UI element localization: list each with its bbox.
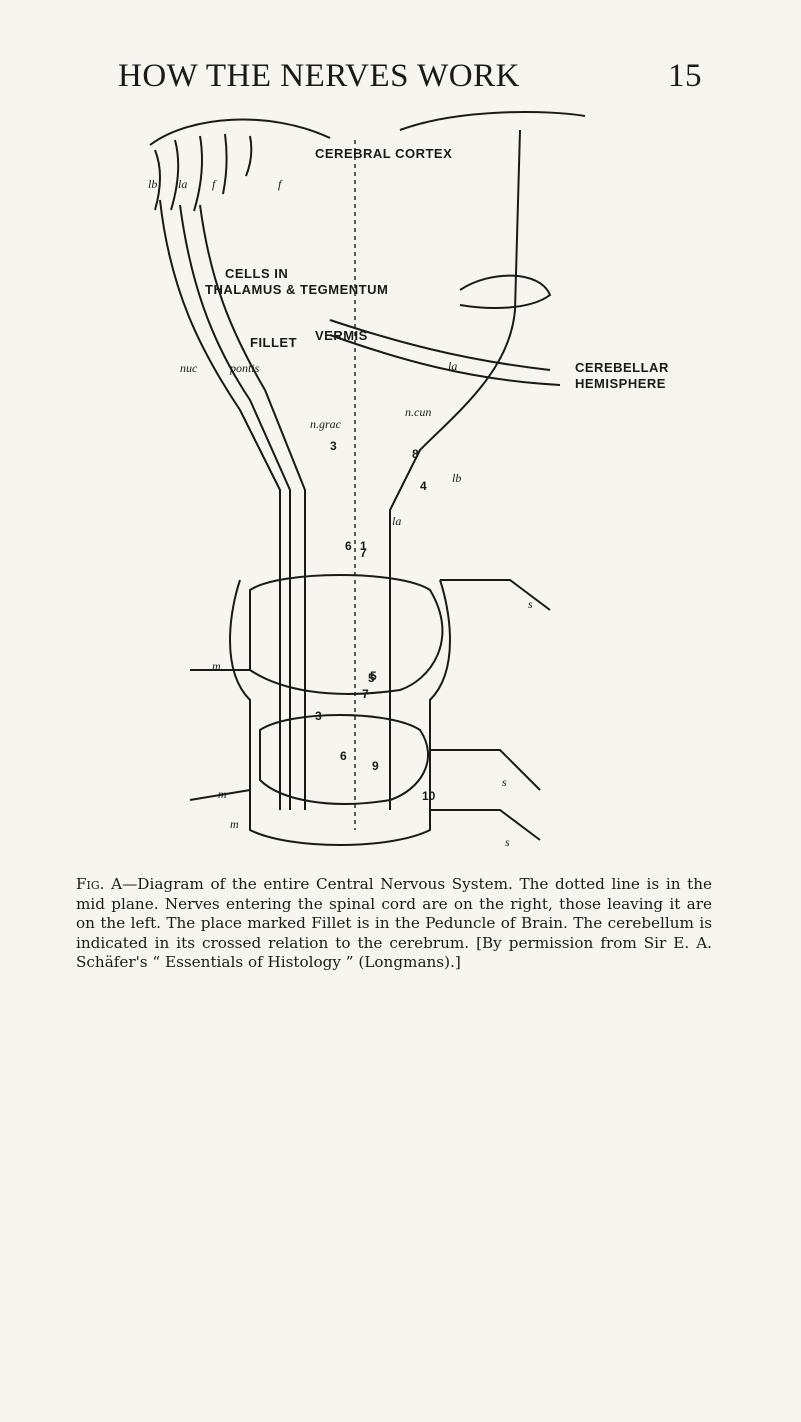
label-num-10: 10 [422,789,436,803]
label-cells-in: CELLS IN [225,266,288,281]
cerebellar-fibers [329,319,561,386]
tract-left-2 [179,204,291,810]
label-f2: f [278,177,283,191]
label-cerebral-cortex: CEREBRAL CORTEX [315,146,452,161]
segment-upper [249,574,444,695]
cortex-arc-left [149,118,331,146]
cortex-arc-right [399,111,586,131]
label-m2: m [218,787,227,801]
label-num-7: 7 [360,546,367,560]
label-s2: s [502,775,507,789]
label-s1: s [528,597,533,611]
label-cerebellar: CEREBELLAR [575,360,669,375]
label-f1: f [212,177,217,191]
running-head-title: HOW THE NERVES WORK [118,58,520,94]
label-lb-right: lb [452,471,461,485]
nervous-system-diagram: CEREBRAL CORTEX CELLS IN THALAMUS & TEGM… [130,110,690,854]
label-num-5b: 5 [368,671,375,685]
caption-label: Fig. A [76,875,123,894]
spinal-cord-outline [229,579,451,846]
label-num-9: 9 [372,759,379,773]
nerve-root-left-2 [189,789,251,801]
label-la-mid: la [392,514,401,528]
label-hemisphere: HEMISPHERE [575,376,666,391]
label-vermis: VERMIS [315,328,368,343]
diagram-svg: CEREBRAL CORTEX CELLS IN THALAMUS & TEGM… [148,111,669,849]
nerve-root-right-1 [440,579,551,611]
label-la-top: la [178,177,187,191]
label-num-6b: 6 [340,749,347,763]
page-number: 15 [668,58,702,94]
tract-right [389,129,521,810]
label-m3: m [230,817,239,831]
label-num-5: 5 [370,669,377,683]
nerve-root-right-3 [430,809,541,841]
running-head: HOW THE NERVES WORK 15 [118,58,708,98]
label-thalamus-tegmentum: THALAMUS & TEGMENTUM [205,282,388,297]
nerve-root-right-2 [430,749,541,791]
figure-caption: Fig. A—Diagram of the entire Central Ner… [76,875,712,973]
label-nuc: nuc [180,361,198,375]
label-lb: lb [148,177,157,191]
tract-left-3 [199,204,306,810]
label-num-8: 8 [412,447,419,461]
label-s3: s [505,835,510,849]
label-num-6: 6 [345,539,352,553]
label-pontis: pontis [229,361,260,375]
label-n-grac: n.grac [310,417,342,431]
label-la-right: la [448,359,457,373]
caption-text: —Diagram of the entire Central Nervous S… [76,875,712,972]
segment-middle [259,714,430,805]
label-fillet: FILLET [250,335,297,350]
label-num-1: 1 [360,539,367,553]
label-num-7b: 7 [362,687,369,701]
label-m1: m [212,659,221,673]
label-num-4: 4 [420,479,427,493]
label-n-cun: n.cun [405,405,431,419]
tract-left-1 [159,199,281,810]
cerebellum-lobe [459,274,552,309]
label-num-3b: 3 [330,439,337,453]
cortex-cells [154,133,253,212]
label-num-3a: 3 [315,709,322,723]
